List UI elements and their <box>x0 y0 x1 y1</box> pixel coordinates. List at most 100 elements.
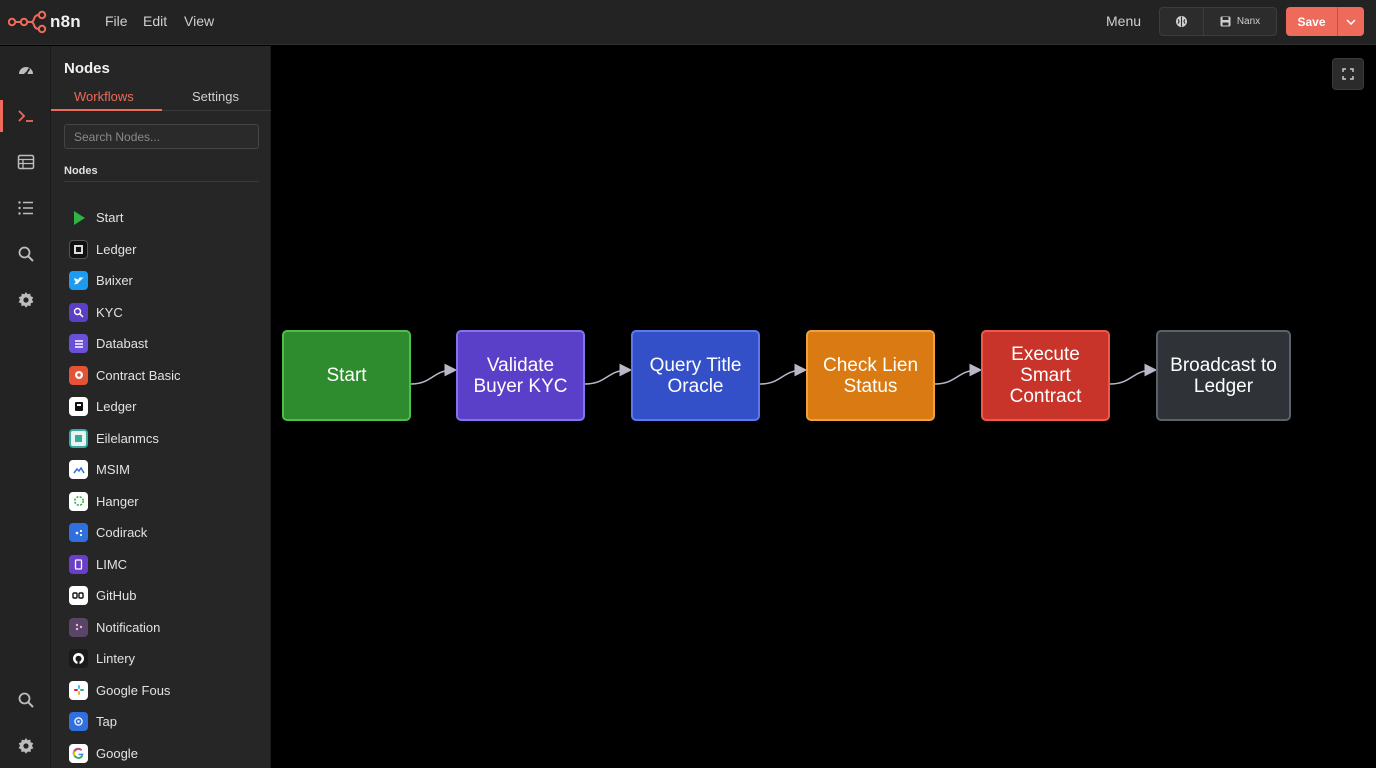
menu-file[interactable]: File <box>105 13 128 29</box>
tab-settings[interactable]: Settings <box>192 89 239 104</box>
node-list-item-label: Eilelanmcs <box>96 430 159 446</box>
database-icon <box>69 334 88 354</box>
node-list-item[interactable]: Hanger <box>51 486 271 518</box>
workflow-node-start[interactable]: Start <box>282 330 411 421</box>
gear-icon <box>18 292 33 308</box>
terminal-icon <box>17 110 33 122</box>
dashboard-icon <box>18 67 33 76</box>
workflow-node-query-title-oracle[interactable]: Query Title Oracle <box>631 330 760 421</box>
list-icon <box>17 201 33 215</box>
rail-list-button[interactable] <box>0 188 51 228</box>
node-list-item[interactable]: Notification <box>51 612 271 644</box>
node-list-item[interactable]: Eilelanmcs <box>51 423 271 455</box>
save-button[interactable]: Save <box>1286 7 1337 36</box>
node-list-item[interactable]: Bиixer <box>51 265 271 297</box>
hanger-icon <box>69 491 88 511</box>
node-list-item-label: Ledger <box>96 241 137 257</box>
node-list-item[interactable]: LIMC <box>51 549 271 581</box>
limc-icon <box>69 554 88 574</box>
workflow-node-broadcast-to-ledger[interactable]: Broadcast to Ledger <box>1156 330 1291 421</box>
node-list-item-label: Google <box>96 745 138 761</box>
node-list-item[interactable]: Ledger <box>51 234 271 266</box>
menu-view[interactable]: View <box>184 13 215 29</box>
app-logo[interactable]: n8n <box>8 10 81 34</box>
connection-arrow[interactable] <box>410 363 458 385</box>
node-list-item-label: KYC <box>96 304 123 320</box>
node-list-item-label: GitHub <box>96 588 137 604</box>
workflow-node-validate-buyer-kyc[interactable]: Validate Buyer KYC <box>456 330 585 421</box>
search-nodes-input[interactable] <box>64 124 259 149</box>
menu-button[interactable]: Menu <box>1106 13 1142 29</box>
rail-dashboard-button[interactable] <box>0 50 51 90</box>
node-list-item[interactable]: Tap <box>51 706 271 738</box>
node-list-item-label: Contract Basic <box>96 367 181 383</box>
nodes-section-label: Nodes <box>64 165 98 177</box>
play-icon <box>69 208 88 227</box>
node-list-item[interactable]: Databast <box>51 328 271 360</box>
node-list-item-label: Tap <box>96 714 117 730</box>
rail-search-button[interactable] <box>0 234 51 274</box>
node-list-item[interactable]: KYC <box>51 297 271 329</box>
cloud-icon <box>69 460 88 480</box>
nodes-panel: Nodes Workflows Settings Nodes Start Led… <box>51 46 271 768</box>
connection-arrow[interactable] <box>584 363 633 385</box>
slack-icon <box>69 680 88 700</box>
node-list-item[interactable]: Start <box>51 202 271 234</box>
google-icon <box>69 743 88 763</box>
node-list-item-label: Bиixer <box>96 273 133 289</box>
toolbar-save-label: Nanx <box>1236 16 1261 27</box>
save-options-button[interactable] <box>1337 7 1364 36</box>
table-icon <box>17 154 34 170</box>
node-list-item-label: Codirack <box>96 525 148 541</box>
node-list-item-label: MSIM <box>96 462 130 478</box>
n8n-logo-icon <box>8 10 47 34</box>
rail-executions-button[interactable] <box>0 96 51 136</box>
node-list-item[interactable]: MSIM <box>51 454 271 486</box>
top-bar: n8n File Edit View Menu Nanx Save <box>0 0 1376 45</box>
left-rail <box>0 46 51 768</box>
github-icon <box>69 586 88 606</box>
rail-tables-button[interactable] <box>0 142 51 182</box>
share-button[interactable] <box>1160 8 1204 35</box>
lintery-icon <box>69 649 88 669</box>
toolbar-save-button[interactable]: Nanx <box>1204 8 1276 35</box>
node-list-item[interactable]: Ledger <box>51 391 271 423</box>
node-list-item[interactable]: Google <box>51 738 271 768</box>
connection-arrow[interactable] <box>934 363 983 385</box>
node-list-item-label: Databast <box>96 336 149 352</box>
node-list-item-label: Lintery <box>96 651 136 667</box>
search-icon <box>18 246 34 262</box>
node-list-item-label: Notification <box>96 619 161 635</box>
node-list-item[interactable]: Lintery <box>51 643 271 675</box>
ledger-icon <box>69 239 88 259</box>
connection-arrow[interactable] <box>759 363 808 385</box>
app-logo-text: n8n <box>50 12 81 31</box>
fullscreen-icon <box>1342 68 1354 80</box>
node-list-item[interactable]: Contract Basic <box>51 360 271 392</box>
section-divider <box>64 181 259 182</box>
fit-view-button[interactable] <box>1332 58 1364 90</box>
panel-tabs: Workflows Settings <box>51 86 271 111</box>
node-list-item[interactable]: Google Fous <box>51 675 271 707</box>
node-list-item-label: Start <box>96 210 124 226</box>
kyc-icon <box>69 302 88 322</box>
node-list-item[interactable]: Codirack <box>51 517 271 549</box>
contract-icon <box>69 365 88 385</box>
workflow-canvas[interactable]: Start Validate Buyer KYC Query Title Ora… <box>271 46 1376 768</box>
connection-arrow[interactable] <box>1109 363 1158 385</box>
ledger-icon <box>69 397 88 417</box>
workflow-node-check-lien-status[interactable]: Check Lien Status <box>806 330 935 421</box>
tab-workflows[interactable]: Workflows <box>74 89 134 104</box>
rail-settings-bottom-button[interactable] <box>0 726 51 766</box>
node-list-item-label: LIMC <box>96 556 128 572</box>
twitter-icon <box>69 271 88 291</box>
rail-settings-button[interactable] <box>0 280 51 320</box>
workflow-node-execute-smart-contract[interactable]: Execute Smart Contract <box>981 330 1110 421</box>
floppy-icon <box>1220 16 1231 27</box>
elements-icon <box>69 428 88 448</box>
node-list-item[interactable]: GitHub <box>51 580 271 612</box>
tap-icon <box>69 712 88 732</box>
rail-search-bottom-button[interactable] <box>0 680 51 720</box>
menu-edit[interactable]: Edit <box>143 13 168 29</box>
notification-icon <box>69 617 88 637</box>
